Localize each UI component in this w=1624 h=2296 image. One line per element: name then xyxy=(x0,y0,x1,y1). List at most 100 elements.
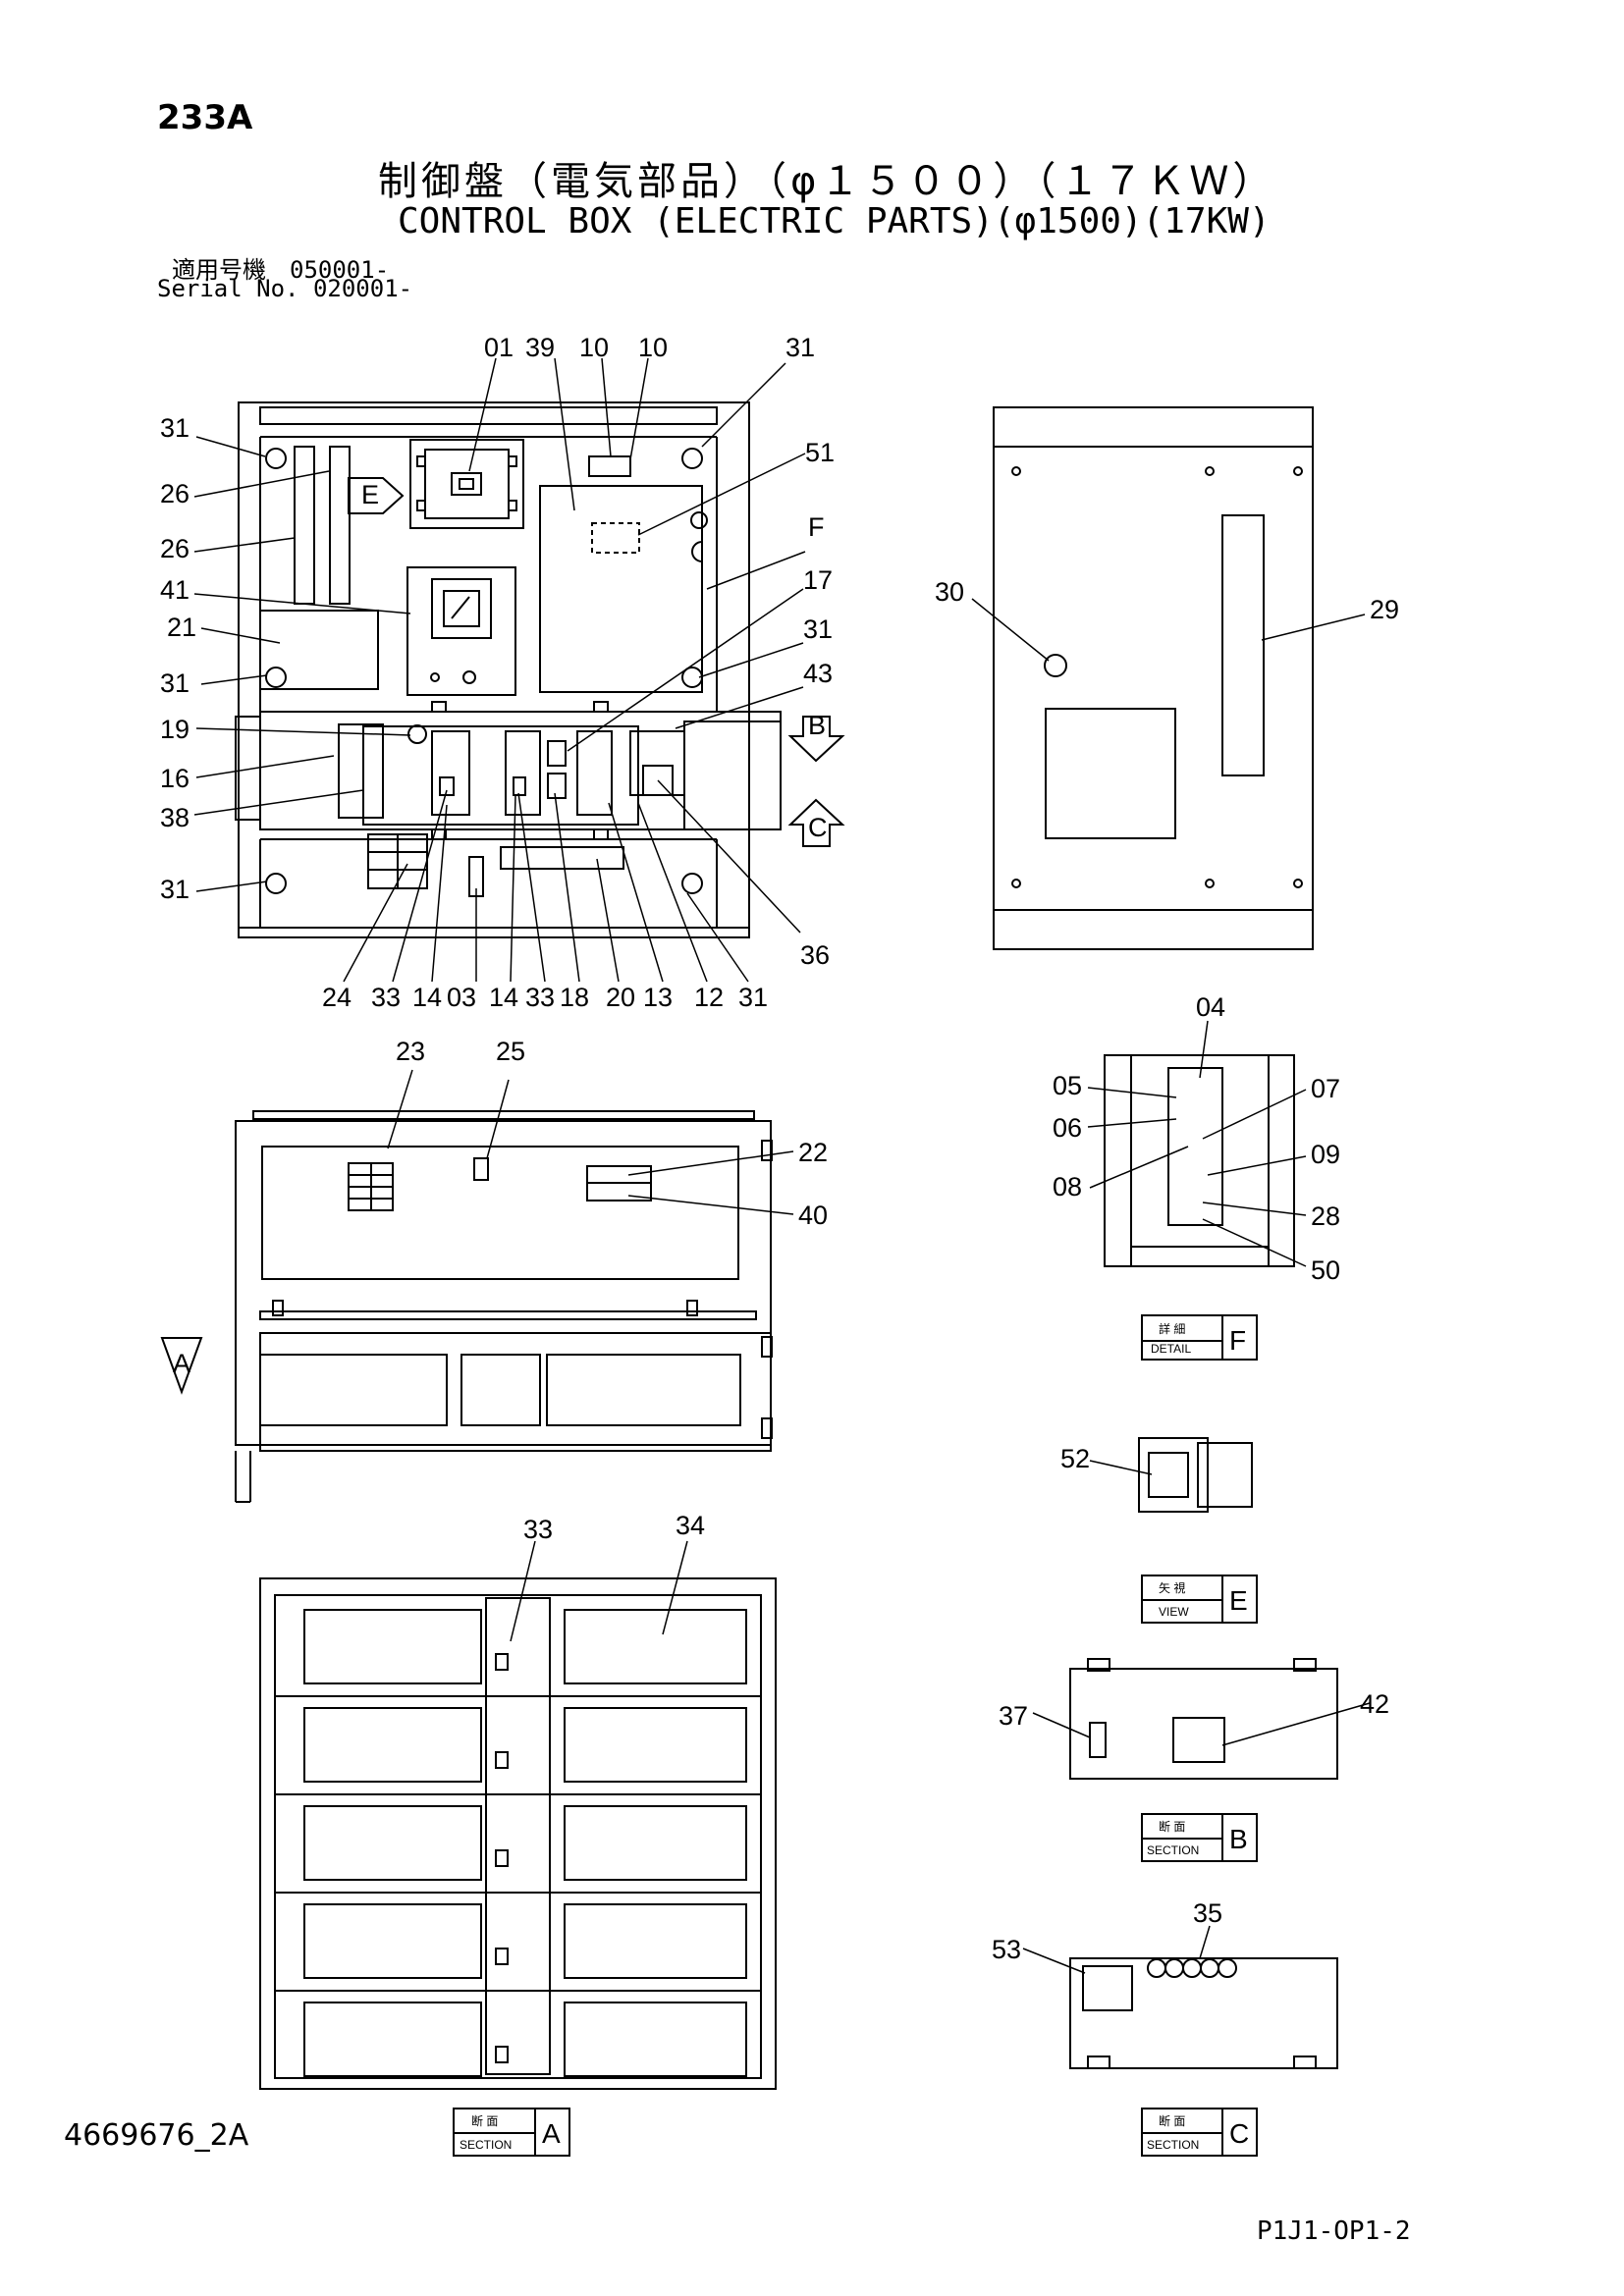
callout-main-bottom-03: 03 xyxy=(447,983,476,1012)
section-c-jp: 断 面 xyxy=(1159,2113,1185,2128)
title-english: CONTROL BOX (ELECTRIC PARTS)(φ1500)(17KW… xyxy=(398,201,1271,241)
serial-japanese: 適用号機 050001- xyxy=(172,256,390,284)
main-leaders xyxy=(193,357,806,983)
callout-side-view-25: 25 xyxy=(496,1037,525,1066)
section-a-cell xyxy=(303,2002,482,2077)
callout-right-panel-29: 29 xyxy=(1370,595,1399,624)
callout-detail-f-06: 06 xyxy=(1053,1113,1082,1143)
callout-main-bottom-31: 31 xyxy=(738,983,768,1012)
callout-main-left-19: 19 xyxy=(160,715,189,744)
section-a-letter: A xyxy=(542,2118,561,2149)
callout-main-left-21: 21 xyxy=(167,613,196,642)
callout-main-bottom-33: 33 xyxy=(371,983,401,1012)
section-b-jp: 断 面 xyxy=(1159,1819,1185,1834)
callout-section-c-53: 53 xyxy=(992,1935,1021,1964)
callout-main-right-17: 17 xyxy=(803,565,833,595)
callout-main-right-51: 51 xyxy=(805,438,835,467)
section-c-en: SECTION xyxy=(1147,2138,1199,2152)
callout-main-bottom-12: 12 xyxy=(694,983,724,1012)
marker-e: E xyxy=(361,480,379,509)
section-a-cell xyxy=(564,2002,747,2077)
callout-main-bottom-20: 20 xyxy=(606,983,635,1012)
callout-right-panel-30: 30 xyxy=(935,577,964,607)
callout-detail-f-05: 05 xyxy=(1053,1071,1082,1100)
section-c-letter: C xyxy=(1229,2118,1249,2149)
section-a-terminal xyxy=(495,1653,509,1671)
sheet-code: P1J1-OP1-2 xyxy=(1257,2216,1411,2246)
callout-main-right-36: 36 xyxy=(800,940,830,970)
detail-f-view xyxy=(1104,1054,1295,1361)
callout-detail-f-08: 08 xyxy=(1053,1172,1082,1201)
callout-main-bottom-24: 24 xyxy=(322,983,352,1012)
section-a-cell xyxy=(564,1609,747,1684)
callout-main-top-01: 01 xyxy=(484,333,514,362)
section-a-cell xyxy=(303,1707,482,1783)
section-a-cell xyxy=(303,1609,482,1684)
main-front-view xyxy=(235,401,845,938)
section-a-cell xyxy=(564,1805,747,1881)
callout-side-view-23: 23 xyxy=(396,1037,425,1066)
callout-section-b-37: 37 xyxy=(999,1701,1028,1731)
side-view xyxy=(160,1110,773,1503)
serial-english: Serial No. 020001- xyxy=(157,275,413,302)
callout-main-top-31: 31 xyxy=(785,333,815,362)
callout-main-left-31: 31 xyxy=(160,413,189,443)
section-a-cell xyxy=(303,1805,482,1881)
callout-main-left-26: 26 xyxy=(160,534,189,563)
section-a-terminal xyxy=(495,1948,509,1965)
callout-main-top-10: 10 xyxy=(579,333,609,362)
callout-main-left-26: 26 xyxy=(160,479,189,508)
title-japanese: 制御盤（電気部品）（φ１５００）（１７ＫＷ） xyxy=(378,159,1276,204)
callout-main-top-39: 39 xyxy=(525,333,555,362)
callout-main-bottom-13: 13 xyxy=(643,983,673,1012)
callout-main-right-43: 43 xyxy=(803,659,833,688)
section-b-en: SECTION xyxy=(1147,1843,1199,1857)
callout-main-bottom-18: 18 xyxy=(560,983,589,1012)
section-a-cell xyxy=(564,1903,747,1979)
callout-detail-f-07: 07 xyxy=(1311,1074,1340,1103)
section-a-cell xyxy=(564,1707,747,1783)
callout-detail-f-04: 04 xyxy=(1196,992,1225,1022)
callout-main-right-31: 31 xyxy=(803,614,833,644)
section-b-view xyxy=(1069,1658,1338,1862)
drawing-number: 4669676_2A xyxy=(64,2118,249,2153)
section-a-terminal xyxy=(495,1849,509,1867)
section-a-terminal xyxy=(495,2046,509,2063)
callout-detail-f-09: 09 xyxy=(1311,1140,1340,1169)
callout-main-bottom-14: 14 xyxy=(489,983,518,1012)
callout-main-bottom-14: 14 xyxy=(412,983,442,1012)
detail-f-jp: 詳 細 xyxy=(1159,1321,1185,1336)
rear-panel-view xyxy=(993,406,1314,950)
callout-section-c-35: 35 xyxy=(1193,1898,1222,1928)
section-a-cell xyxy=(303,1903,482,1979)
callout-main-left-31: 31 xyxy=(160,875,189,904)
section-a-terminal xyxy=(495,1751,509,1769)
callout-section-a-34: 34 xyxy=(676,1511,705,1540)
callout-detail-f-50: 50 xyxy=(1311,1255,1340,1285)
detail-f-en: DETAIL xyxy=(1151,1342,1191,1356)
section-a-en: SECTION xyxy=(460,2138,512,2152)
callout-side-view-22: 22 xyxy=(798,1138,828,1167)
marker-b: B xyxy=(808,711,826,740)
callout-main-left-31: 31 xyxy=(160,668,189,698)
callout-main-left-16: 16 xyxy=(160,764,189,793)
section-c-view xyxy=(1069,1957,1338,2157)
detail-f-letter: F xyxy=(1229,1325,1246,1356)
callout-section-a-33: 33 xyxy=(523,1515,553,1544)
marker-c: C xyxy=(808,813,828,842)
view-e-letter: E xyxy=(1229,1585,1248,1616)
view-e-en: VIEW xyxy=(1159,1605,1189,1619)
callout-view-e-52: 52 xyxy=(1060,1444,1090,1473)
callout-side-view-40: 40 xyxy=(798,1201,828,1230)
callout-main-top-10: 10 xyxy=(638,333,668,362)
section-b-letter: B xyxy=(1229,1824,1248,1854)
section-a-view xyxy=(259,1577,777,2090)
callout-section-b-42: 42 xyxy=(1360,1689,1389,1719)
view-e-jp: 矢 視 xyxy=(1159,1580,1185,1595)
callout-main-bottom-33: 33 xyxy=(525,983,555,1012)
callout-main-left-38: 38 xyxy=(160,803,189,832)
callout-detail-f-28: 28 xyxy=(1311,1201,1340,1231)
marker-a: A xyxy=(173,1349,190,1378)
section-a-jp: 断 面 xyxy=(471,2113,498,2128)
